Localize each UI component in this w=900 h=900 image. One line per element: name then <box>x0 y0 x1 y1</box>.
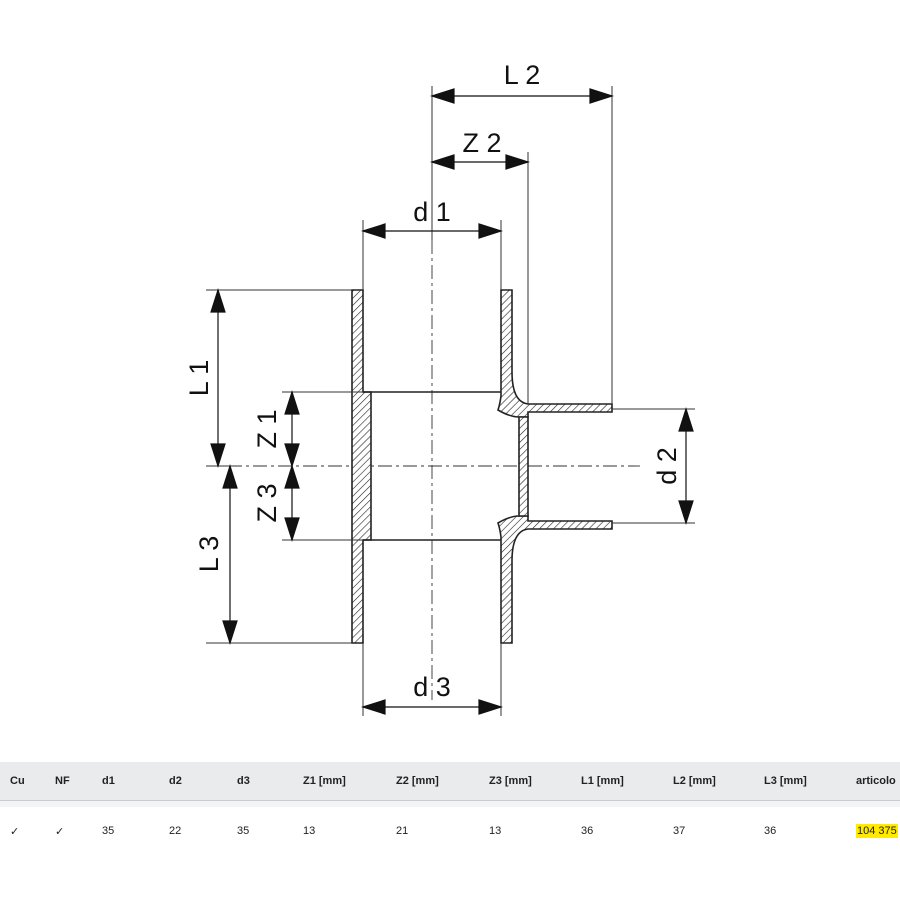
header-d3: d3 <box>237 775 250 787</box>
cell-d1: 35 <box>102 825 115 837</box>
header-z2: Z2 [mm] <box>396 775 439 787</box>
label-d2: d 2 <box>652 447 682 485</box>
label-Z3: Z 3 <box>252 483 282 522</box>
cell-l3: 36 <box>764 825 777 837</box>
fitting-body <box>351 289 613 644</box>
cell-d2: 22 <box>169 825 182 837</box>
label-d1: d 1 <box>413 197 451 227</box>
specification-table: Cu NF d1 d2 d3 Z1 [mm] Z2 [mm] Z3 [mm] L… <box>0 762 900 855</box>
header-d1: d1 <box>102 775 115 787</box>
table-divider <box>0 801 900 807</box>
cell-cu-check: ✓ <box>10 825 20 838</box>
cell-nf-check: ✓ <box>55 825 65 838</box>
header-l3: L3 [mm] <box>764 775 807 787</box>
cell-z3: 13 <box>489 825 502 837</box>
header-articolo: articolo <box>856 775 896 787</box>
dimension-lines <box>210 88 694 715</box>
cell-l1: 36 <box>581 825 594 837</box>
label-Z2: Z 2 <box>462 128 501 158</box>
header-l1: L1 [mm] <box>581 775 624 787</box>
cell-z2: 21 <box>396 825 409 837</box>
extension-lines <box>206 86 695 716</box>
header-cu: Cu <box>10 775 25 787</box>
cell-articolo[interactable]: 104 375 <box>856 807 898 855</box>
header-l2: L2 [mm] <box>673 775 716 787</box>
header-z3: Z3 [mm] <box>489 775 532 787</box>
article-number-highlight: 104 375 <box>856 824 898 838</box>
label-L3: L 3 <box>194 536 224 573</box>
header-nf: NF <box>55 775 70 787</box>
table-header-row: Cu NF d1 d2 d3 Z1 [mm] Z2 [mm] Z3 [mm] L… <box>0 762 900 801</box>
cell-d3: 35 <box>237 825 250 837</box>
table-row: ✓ ✓ 35 22 35 13 21 13 36 37 36 104 375 <box>0 807 900 855</box>
label-L1: L 1 <box>184 360 214 397</box>
header-d2: d2 <box>169 775 182 787</box>
cell-z1: 13 <box>303 825 316 837</box>
label-d3: d 3 <box>413 672 451 702</box>
label-Z1: Z 1 <box>252 409 282 448</box>
centerlines <box>228 240 640 700</box>
label-L2: L 2 <box>504 60 541 90</box>
tee-fitting-drawing: L 2 Z 2 d 1 d 3 L 1 Z 1 Z 3 L 3 d 2 <box>184 60 695 716</box>
cell-l2: 37 <box>673 825 686 837</box>
header-z1: Z1 [mm] <box>303 775 346 787</box>
